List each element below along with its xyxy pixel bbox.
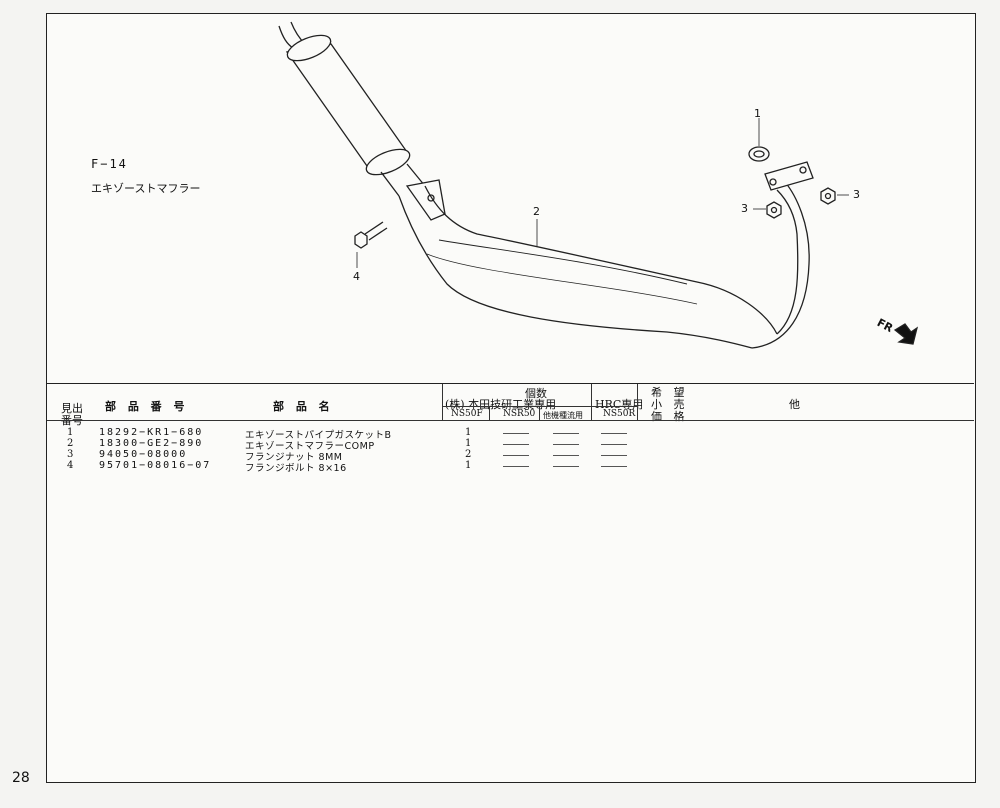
empty-cell-dash: [553, 433, 579, 434]
page-number: 28: [12, 770, 30, 786]
row-quantity: 2: [465, 449, 472, 460]
header-honda-only: (株) 本田技研工業専用: [445, 398, 557, 411]
table-row: 1 18292−KR1−680 エキゾーストパイプガスケットB 1: [47, 427, 974, 441]
header-ref-no-1: 見出: [61, 402, 83, 415]
empty-cell-dash: [601, 455, 627, 456]
row-quantity: 1: [465, 460, 472, 471]
section-divider: [47, 383, 974, 384]
header-part-number: 部 品 番 号: [105, 400, 189, 413]
empty-cell-dash: [601, 433, 627, 434]
parts-table: 見出 番号 部 品 番 号 部 品 名 個数 (株) 本田技研工業専用 HRC専…: [47, 384, 974, 782]
row-part-name: エキゾーストパイプガスケットB: [245, 430, 392, 441]
parts-page: F−14 エキゾーストマフラー: [46, 13, 976, 783]
header-price-3: 価 格: [651, 410, 689, 423]
callout-2: 2: [533, 205, 540, 218]
table-row: 2 18300−GE2−890 エキゾーストマフラーCOMP 1: [47, 438, 974, 452]
empty-cell-dash: [503, 433, 529, 434]
grid-line: [637, 384, 638, 420]
grid-line: [442, 384, 443, 420]
empty-cell-dash: [553, 466, 579, 467]
header-part-name: 部 品 名: [273, 400, 334, 413]
header-rule: [47, 420, 974, 421]
exploded-diagram: F−14 エキゾーストマフラー: [47, 14, 974, 383]
callout-3-left: 3: [741, 202, 748, 215]
callout-3-right: 3: [853, 188, 860, 201]
header-nsr50: NSR50: [503, 409, 536, 419]
grid-line: [539, 406, 540, 420]
empty-cell-dash: [503, 444, 529, 445]
empty-cell-dash: [503, 466, 529, 467]
header-quantity: 個数: [525, 387, 547, 400]
grid-line: [489, 406, 490, 420]
header-price-2: 小 売: [651, 398, 689, 411]
row-part-number: 94050−08000: [99, 449, 188, 460]
empty-cell-dash: [601, 444, 627, 445]
muffler-illustration: [278, 21, 919, 349]
row-part-number: 95701−08016−07: [99, 460, 212, 471]
callout-1: 1: [754, 107, 761, 120]
row-part-name: フランジナット 8MM: [245, 452, 343, 463]
row-ref-no: 3: [67, 449, 74, 460]
header-other-models: 他機種流用: [543, 411, 583, 420]
header-ns50r: NS50R: [603, 409, 636, 419]
row-quantity: 1: [465, 427, 472, 438]
figure-title: エキゾーストマフラー: [91, 182, 201, 195]
empty-cell-dash: [601, 466, 627, 467]
row-part-number: 18300−GE2−890: [99, 438, 204, 449]
row-ref-no: 2: [67, 438, 74, 449]
row-part-name: エキゾーストマフラーCOMP: [245, 441, 375, 452]
row-ref-no: 4: [67, 460, 74, 471]
header-ns50f: NS50F: [451, 409, 483, 419]
figure-code: F−14: [91, 157, 128, 171]
empty-cell-dash: [503, 455, 529, 456]
empty-cell-dash: [553, 455, 579, 456]
header-other: 他: [789, 398, 800, 411]
grid-line: [591, 384, 592, 420]
table-row: 3 94050−08000 フランジナット 8MM 2: [47, 449, 974, 463]
header-price-1: 希 望: [651, 386, 689, 399]
row-ref-no: 1: [67, 427, 74, 438]
row-part-name: フランジボルト 8×16: [245, 463, 347, 474]
callout-4: 4: [353, 270, 360, 283]
table-row: 4 95701−08016−07 フランジボルト 8×16 1: [47, 460, 974, 474]
header-hrc-only: HRC専用: [595, 398, 644, 411]
row-quantity: 1: [465, 438, 472, 449]
empty-cell-dash: [553, 444, 579, 445]
row-part-number: 18292−KR1−680: [99, 427, 204, 438]
